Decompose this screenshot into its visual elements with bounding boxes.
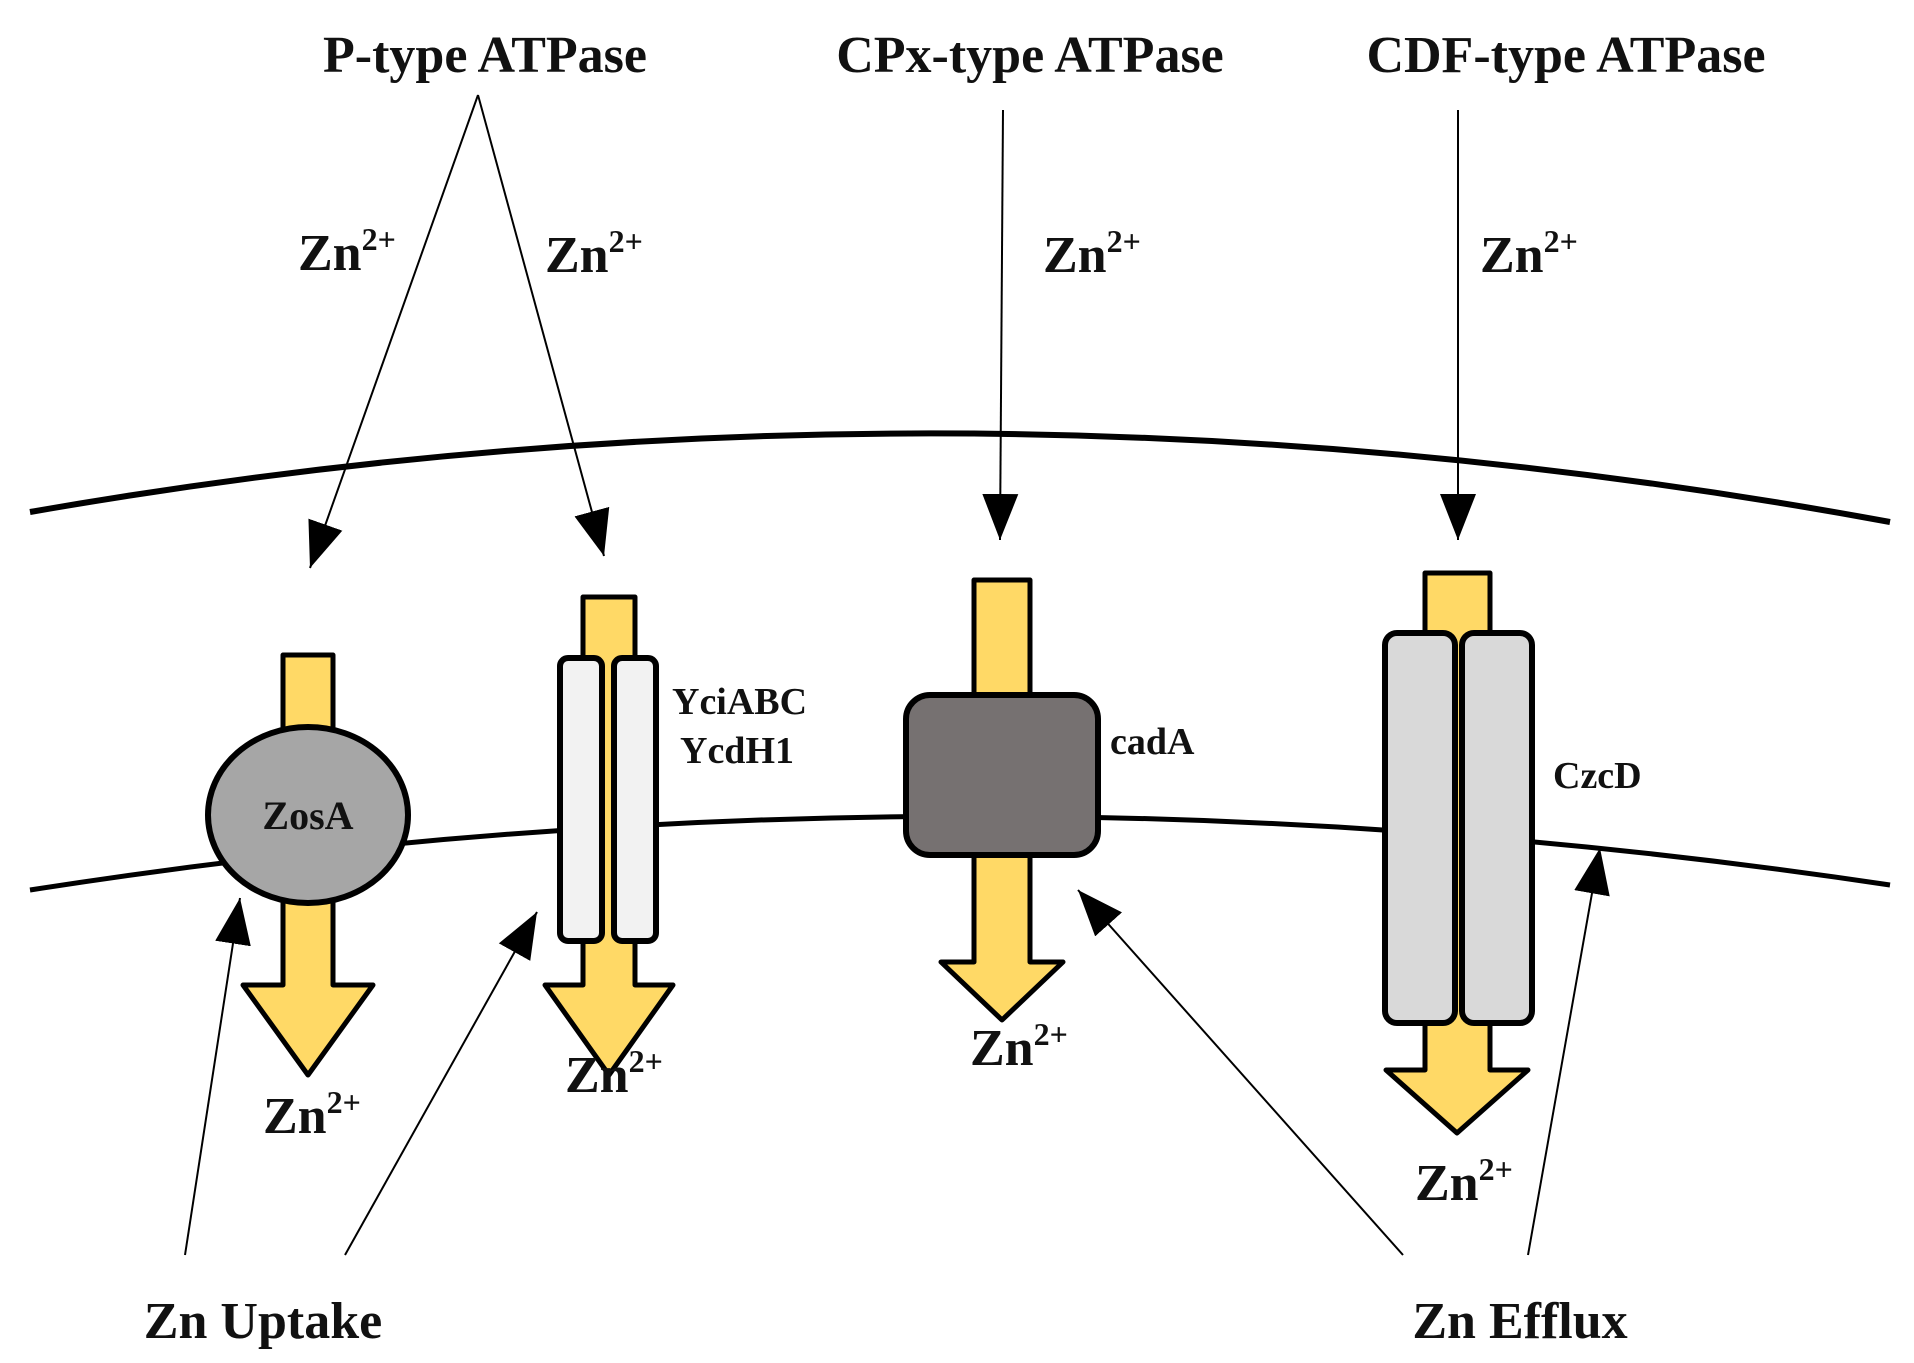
ycdh1-label: YcdH1	[680, 730, 794, 772]
outer-membrane	[29, 430, 1891, 525]
zn-ion-label: Zn2+	[263, 1084, 361, 1145]
czcd-transporter: CzcD	[1382, 570, 1642, 1136]
zosa-transporter: ZosA	[205, 652, 411, 1078]
cada-transporter: cadA	[903, 577, 1195, 1023]
yciabc-label: YciABC	[672, 681, 807, 723]
ycia-subunit-right	[611, 655, 659, 944]
p-type-pointer-right	[477, 94, 610, 557]
zn-ion-label: Zn2+	[545, 223, 643, 284]
zosa-protein	[205, 724, 411, 906]
ycia-transporter: YciABC YcdH1	[542, 594, 807, 1078]
zn-ion-label: Zn2+	[565, 1043, 663, 1104]
zn-ion-label: Zn2+	[970, 1016, 1068, 1077]
cpx-type-pointer	[982, 109, 1019, 541]
czcd-label: CzcD	[1553, 755, 1642, 797]
czcd-subunit-right	[1459, 630, 1535, 1026]
efflux-pointer-czcd	[1527, 847, 1610, 1256]
efflux-pointer-cada	[1077, 889, 1404, 1256]
zosa-label: ZosA	[262, 793, 353, 838]
ycia-subunit-left	[557, 655, 605, 944]
uptake-pointer-ycia	[344, 911, 538, 1256]
cdf-type-atpase-label: CDF-type ATPase	[1366, 27, 1765, 84]
zn-ion-label: Zn2+	[1043, 223, 1141, 284]
p-type-atpase-label: P-type ATPase	[323, 27, 647, 84]
cpx-type-atpase-label: CPx-type ATPase	[836, 27, 1224, 84]
zn-efflux-label: Zn Efflux	[1412, 1293, 1627, 1350]
zn-ion-label: Zn2+	[1480, 223, 1578, 284]
p-type-pointer-left	[308, 94, 479, 569]
zn-ion-label: Zn2+	[1415, 1151, 1513, 1212]
zn-ion-label: Zn2+	[298, 221, 396, 282]
zn-uptake-label: Zn Uptake	[144, 1293, 382, 1350]
uptake-pointer-zosa	[184, 897, 251, 1256]
czcd-subunit-left	[1382, 630, 1458, 1026]
cada-label: cadA	[1110, 721, 1195, 763]
cada-protein	[903, 692, 1101, 858]
